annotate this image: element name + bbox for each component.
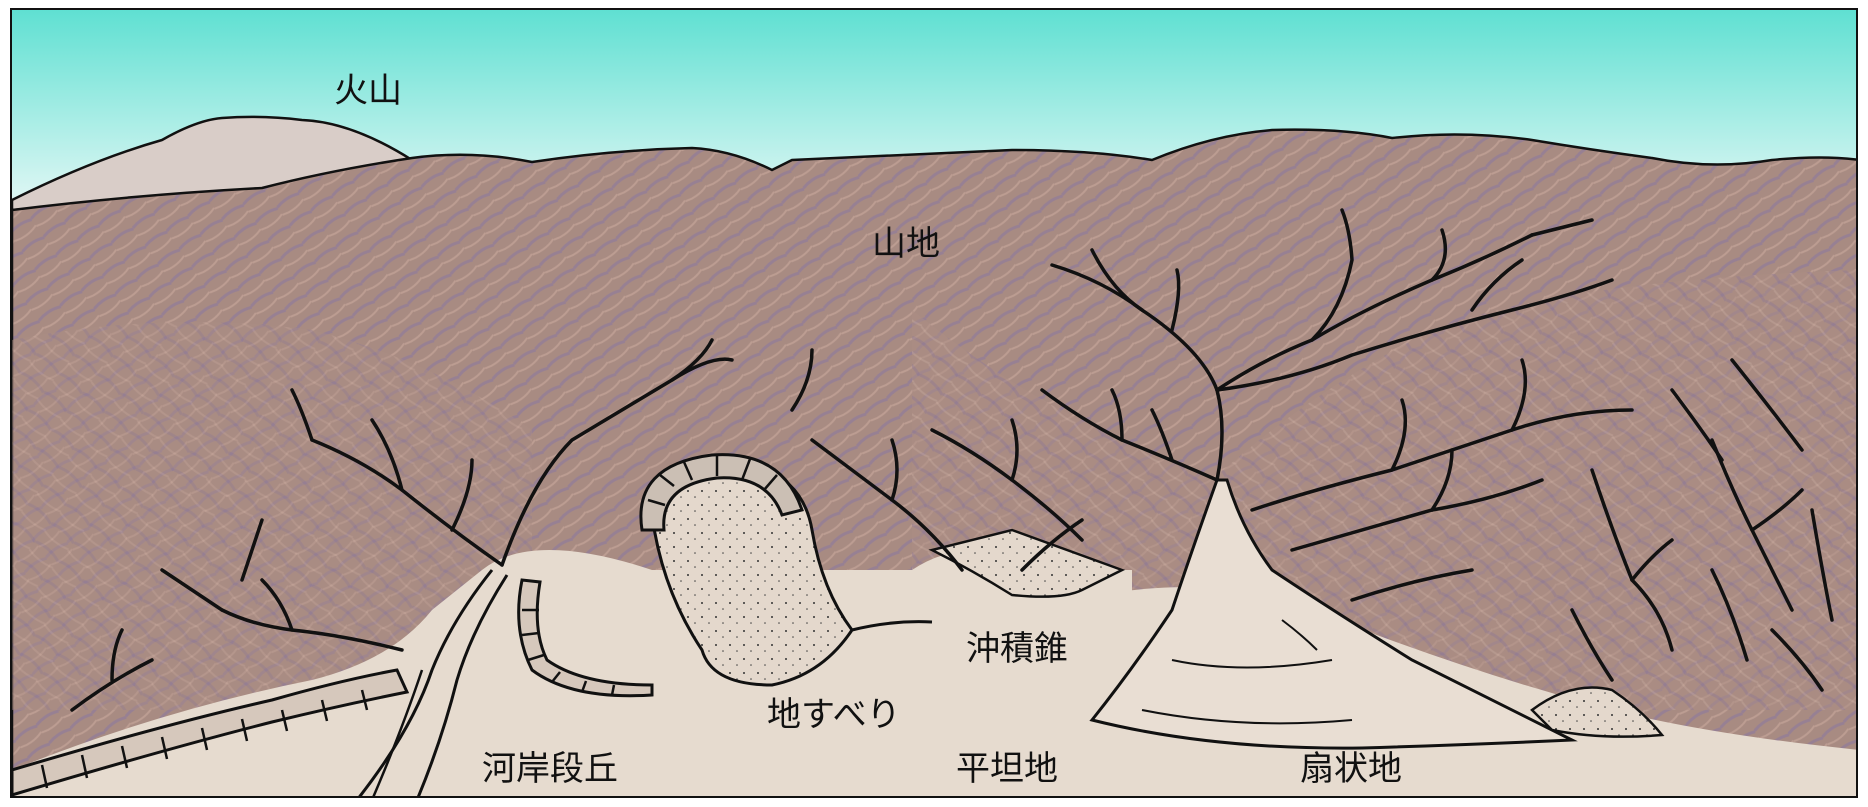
landform-illustration: 火山 山地 沖積錐 地すべり 河岸段丘 平坦地 扇状地 [10, 8, 1858, 798]
small-fan-right [1530, 686, 1665, 738]
river-channel-1 [358, 569, 494, 796]
landform-diagram: 火山 山地 沖積錐 地すべり 河岸段丘 平坦地 扇状地 [12, 10, 1856, 796]
label-river-terrace: 河岸段丘 [482, 749, 618, 789]
terrace-hatching-center [521, 608, 616, 696]
label-alluvial-fan: 扇状地 [1300, 749, 1402, 789]
label-alluvial-cone: 沖積錐 [966, 629, 1068, 669]
river-channel-2 [417, 574, 509, 796]
label-volcano: 火山 [334, 71, 402, 111]
terrace-hatching-left [40, 689, 369, 789]
label-mountain: 山地 [872, 224, 940, 264]
fan-contours [1141, 619, 1353, 725]
stream-network [70, 208, 1834, 712]
label-plain: 平坦地 [956, 749, 1058, 789]
mountain-shading-left [12, 322, 532, 710]
river-terrace-center [517, 578, 654, 698]
alluvial-fan-shape [1089, 478, 1578, 750]
label-landslide: 地すべり [767, 695, 901, 735]
river-channel-3 [372, 669, 424, 796]
landslide-toe [851, 620, 933, 632]
landslide-scarp [639, 453, 804, 532]
scarp-hatching [647, 456, 778, 507]
